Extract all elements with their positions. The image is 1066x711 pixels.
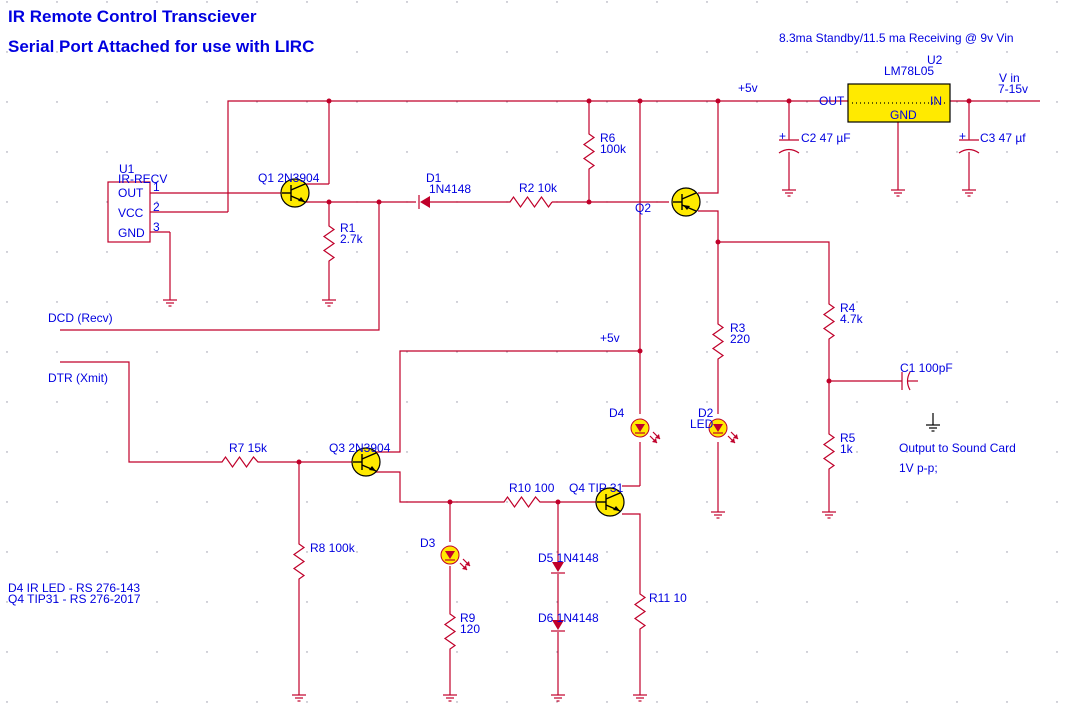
- plus5v-top-label: +5v: [738, 81, 758, 95]
- dtr-label: DTR (Xmit): [48, 371, 108, 385]
- q1-label: Q1 2N3904: [258, 171, 320, 185]
- u1-ir-receiver-body: [107, 181, 151, 243]
- c2-label: C2 47 µF: [801, 131, 851, 145]
- d3-label: D3: [420, 536, 436, 550]
- c1-label: C1 100pF: [900, 361, 953, 375]
- d6-body: [551, 620, 565, 632]
- d2-ref: D2: [698, 406, 714, 420]
- c2-plus-sign: +: [779, 129, 786, 143]
- u2-ref: U2: [927, 53, 943, 67]
- d1-ref: D1: [426, 171, 442, 185]
- d3-led: [440, 545, 471, 571]
- r4-ref: R4: [840, 301, 856, 315]
- u1-pin-3: 3: [153, 220, 160, 234]
- r3-value: 220: [730, 332, 750, 346]
- u2-name: LM78L05: [884, 64, 934, 78]
- r1-body: [322, 222, 336, 264]
- r9-body: [443, 610, 457, 652]
- c1-body: [901, 371, 911, 391]
- u1-pin-gnd: GND: [118, 226, 145, 240]
- q4-label: Q4 TIP 31: [569, 481, 624, 495]
- u1-ref: U1: [119, 162, 135, 176]
- d4-label: D4: [609, 406, 625, 420]
- supply-note: 8.3ma Standby/11.5 ma Receiving @ 9v Vin: [779, 31, 1014, 45]
- d1-value: 1N4148: [429, 182, 471, 196]
- r5-value: 1k: [840, 442, 854, 456]
- r4-body: [822, 300, 836, 344]
- u2-pin-gnd: GND: [890, 108, 917, 122]
- junctions: [296, 98, 972, 505]
- q2-label: Q2: [635, 201, 651, 215]
- note-d4: D4 IR LED - RS 276-143: [8, 581, 140, 595]
- title-line-2: Serial Port Attached for use with LIRC: [8, 37, 314, 56]
- transistors: [280, 178, 701, 517]
- r11-label: R11 10: [649, 591, 687, 605]
- c2-body: [778, 139, 800, 154]
- q1-transistor: [280, 178, 310, 208]
- note-q4: Q4 TIP31 - RS 276-2017: [8, 592, 141, 606]
- vin-range-label: 7-15v: [998, 82, 1028, 96]
- r7-label: R7 15k: [229, 441, 268, 455]
- dcd-label: DCD (Recv): [48, 311, 113, 325]
- r1-ref: R1: [340, 221, 356, 235]
- capacitors: [778, 139, 980, 391]
- wires: [60, 100, 1040, 695]
- u1-name: IR-RECV: [118, 172, 167, 186]
- d4-led: [630, 418, 661, 444]
- output-label: Output to Sound Card: [899, 441, 1016, 455]
- r6-value: 100k: [600, 142, 627, 156]
- u1-pin-out: OUT: [118, 186, 144, 200]
- r2-body: [506, 195, 553, 209]
- r9-ref: R9: [460, 611, 476, 625]
- r6-body: [582, 130, 596, 172]
- r10-body: [500, 495, 544, 509]
- r6-ref: R6: [600, 131, 616, 145]
- q4-transistor: [595, 487, 625, 517]
- u2-pin-out: OUT: [819, 94, 845, 108]
- u2-pin-in: IN: [930, 94, 942, 108]
- d6-label: D6 1N4148: [538, 611, 599, 625]
- q2-transistor: [671, 187, 701, 217]
- r9-value: 120: [460, 622, 480, 636]
- diodes: [418, 195, 565, 632]
- c3-plus-sign: +: [959, 129, 966, 143]
- r11-body: [633, 590, 647, 634]
- r2-label: R2 10k: [519, 181, 558, 195]
- r5-body: [822, 430, 836, 474]
- r8-body: [292, 540, 306, 584]
- c3-label: C3 47 µf: [980, 131, 1026, 145]
- r4-value: 4.7k: [840, 312, 864, 326]
- q3-label: Q3 2N3904: [329, 441, 391, 455]
- u1-pin-1: 1: [153, 180, 160, 194]
- r1-value: 2.7k: [340, 232, 364, 246]
- vin-label: V in: [999, 71, 1020, 85]
- d2-led: [708, 418, 739, 444]
- u1-pin-vcc: VCC: [118, 206, 144, 220]
- d2-value: LED: [690, 417, 714, 431]
- d5-label: D5 1N4148: [538, 551, 599, 565]
- ground-symbols: [163, 189, 976, 702]
- d1-body: [418, 195, 430, 209]
- r10-label: R10 100: [509, 481, 555, 495]
- u1-pin-2: 2: [153, 200, 160, 214]
- title-line-1: IR Remote Control Transciever: [8, 7, 257, 26]
- c3-body: [958, 139, 980, 154]
- q3-transistor: [351, 447, 381, 477]
- plus5v-mid-label: +5v: [600, 331, 620, 345]
- r7-body: [218, 455, 262, 469]
- r8-label: R8 100k: [310, 541, 356, 555]
- d5-body: [551, 562, 565, 574]
- r5-ref: R5: [840, 431, 856, 445]
- r3-ref: R3: [730, 321, 746, 335]
- vpp-label: 1V p-p;: [899, 461, 938, 475]
- leds: [440, 418, 739, 571]
- r3-body: [711, 320, 725, 364]
- resistors: [218, 130, 836, 652]
